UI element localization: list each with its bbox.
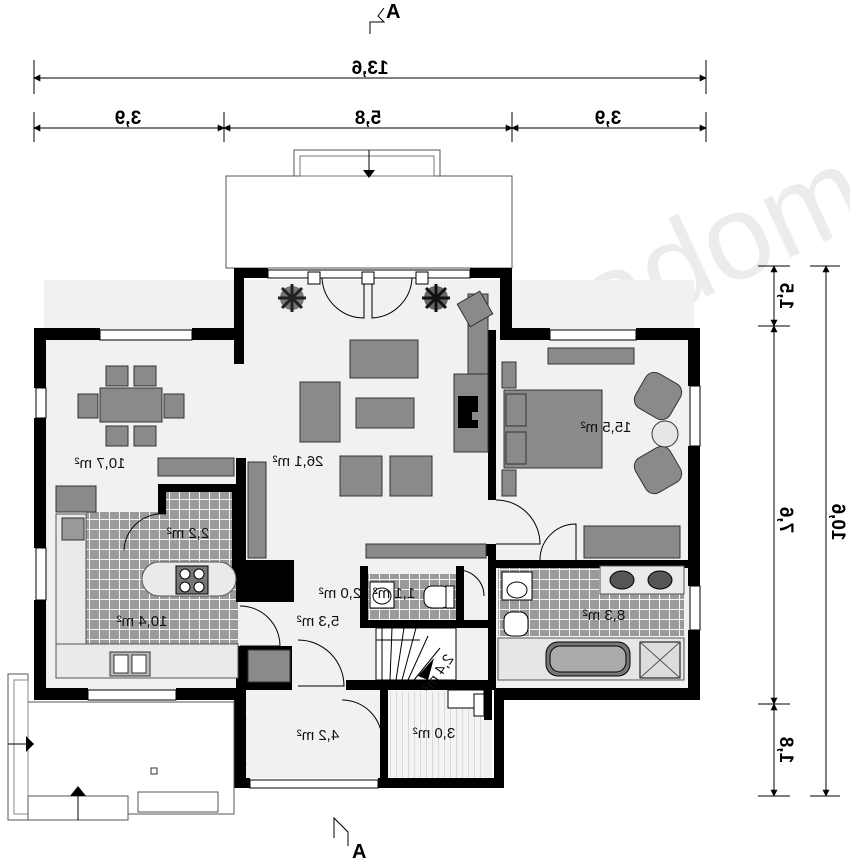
section-marker-bottom: A: [333, 816, 366, 860]
dining-table: [77, 365, 185, 447]
room-kitchen-label: 10,4 m²: [117, 613, 168, 630]
room-pantry-label: 2,2 m²: [167, 525, 210, 542]
front-porch: [7, 673, 235, 821]
svg-text:A: A: [352, 841, 366, 860]
dim-overall-depth: 10,6: [827, 504, 848, 541]
dim-middle-width: 5,8: [355, 108, 381, 129]
room-dining-label: 10,7 m²: [75, 455, 126, 472]
bedroom-furniture: [501, 347, 683, 559]
dimension-lines: [33, 60, 840, 797]
room-bedroom-label: 15,5 m²: [581, 419, 632, 436]
terrace: [225, 149, 513, 269]
living-furniture: [157, 290, 494, 559]
svg-text:A: A: [386, 1, 400, 23]
dim-main-depth: 7,6: [775, 507, 796, 533]
section-marker-top: A: [369, 1, 400, 34]
room-living-label: 26,1 m²: [273, 453, 324, 470]
dim-bottom-offset: 1,8: [775, 737, 796, 763]
stairs: [375, 627, 485, 717]
kitchen-furniture: [55, 485, 291, 683]
room-hall-label: 5,3 m²: [297, 613, 340, 630]
room-boiler-label: 3,0 m²: [413, 725, 456, 742]
plant-right: [422, 284, 450, 312]
walls: [34, 268, 700, 788]
doors: [123, 499, 577, 765]
dim-left-width: 3,9: [115, 108, 141, 129]
dim-top-offset: 1,5: [775, 282, 796, 309]
room-bathroom-label: 8,3 m²: [583, 607, 626, 624]
room-entrance-label: 4,2 m²: [297, 727, 340, 744]
room-wc-small-label: 1,1 m²: [373, 585, 416, 602]
room-wc-label: 2,0 m²: [319, 585, 362, 602]
bathroom-fixtures: [365, 543, 685, 681]
plant-left: [278, 284, 306, 312]
dim-overall-width: 13,6: [352, 58, 389, 79]
dim-right-width: 3,9: [595, 108, 621, 129]
terrace-doors: [307, 271, 429, 319]
